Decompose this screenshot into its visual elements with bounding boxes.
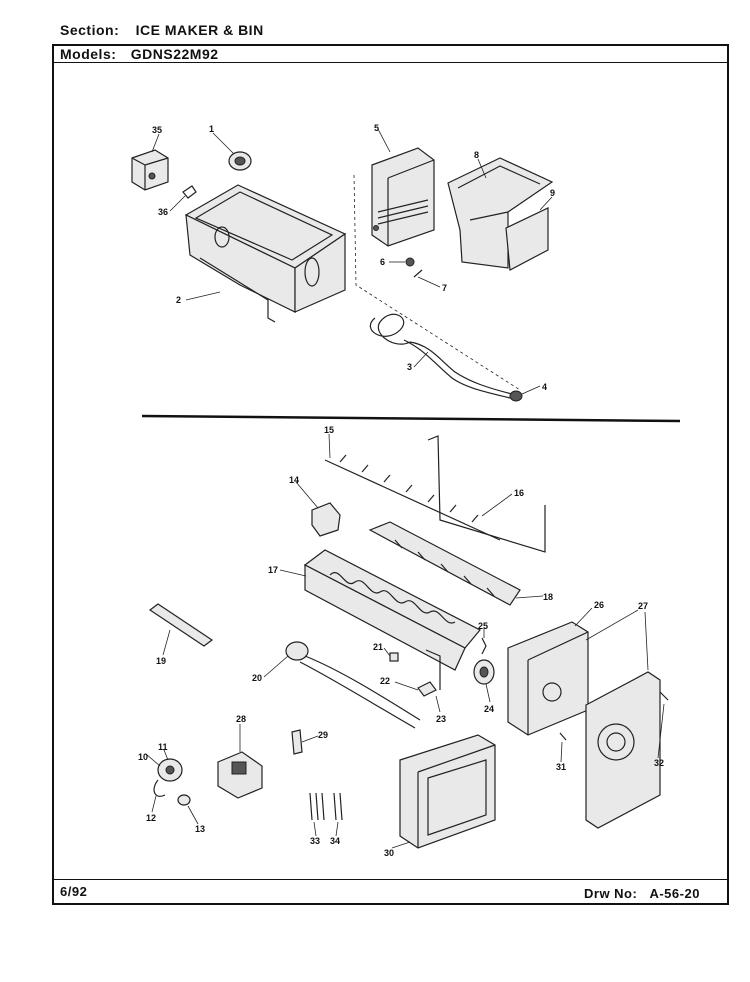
part-30-cover [399,734,496,849]
callout-29: 29 [318,730,328,740]
part-17-mold [303,549,481,671]
callout-34: 34 [330,836,340,846]
callout-21: 21 [373,642,383,652]
drawing-number: A-56-20 [649,886,700,901]
callout-7: 7 [442,283,447,293]
callout-14: 14 [289,475,299,485]
footer-date: 6/92 [60,884,88,899]
callout-31: 31 [556,762,566,772]
part-22-bracket [417,681,437,697]
section-label: Section: [60,22,120,38]
callout-numbers: 1 2 3 4 5 6 7 8 9 10 11 12 13 14 15 16 1… [138,123,664,858]
part-16-wire [427,435,546,553]
part-36-clip [182,185,197,199]
part-5-chute [371,147,435,247]
callout-6: 6 [380,257,385,267]
callout-15: 15 [324,425,334,435]
callout-23: 23 [436,714,446,724]
part-11-valve [157,758,183,782]
part-7-screw [413,269,423,278]
callout-19: 19 [156,656,166,666]
callout-33: 33 [310,836,320,846]
callout-20: 20 [252,673,262,683]
part-25-spring [481,637,487,655]
callout-25: 25 [478,621,488,631]
models-value: GDNS22M92 [130,46,219,62]
models-divider [52,62,729,63]
part-3-harness [369,313,513,399]
models-label: Models: [60,46,117,62]
part-1-knob [228,151,252,171]
callout-27: 27 [638,601,648,611]
section-divider [141,414,681,423]
part-6-nut [405,257,415,267]
diagram-frame [52,44,729,905]
part-23-lever [425,649,441,690]
callout-2: 2 [176,295,181,305]
part-13-clamp [177,794,191,806]
callout-35: 35 [152,125,162,135]
part-14-bracket [311,502,341,537]
callout-3: 3 [407,362,412,372]
part-18-stripper [368,521,521,606]
callout-26: 26 [594,600,604,610]
callout-17: 17 [268,565,278,575]
callout-11: 11 [158,742,168,752]
part-32-screw [659,691,669,701]
callout-30: 30 [384,848,394,858]
part-31-screw [559,732,567,741]
part-12-tube [153,779,166,797]
callout-9: 9 [550,188,555,198]
part-26-housing [507,621,589,736]
part-33-screws [309,792,325,821]
callout-36: 36 [158,207,168,217]
callout-8: 8 [474,150,479,160]
part-21-clip [389,652,399,662]
callout-22: 22 [380,676,390,686]
callout-12: 12 [146,813,156,823]
callout-5: 5 [374,123,379,133]
leader-lines [145,128,665,849]
section-value: ICE MAKER & BIN [135,22,264,38]
part-20-cable [285,641,421,729]
callout-24: 24 [484,704,494,714]
callout-1: 1 [209,124,214,134]
part-2-ice-bin [184,184,347,323]
callout-28: 28 [236,714,246,724]
callout-10: 10 [138,752,148,762]
part-29-fuse [291,729,303,755]
callout-18: 18 [543,592,553,602]
callout-4: 4 [542,382,547,392]
part-34-screws [333,792,343,821]
part-15-ejector [324,454,501,541]
callout-32: 32 [654,758,664,768]
footer-divider [52,879,729,880]
part-24-gear [473,659,495,685]
part-27-motor [585,671,661,829]
part-19-heater [148,603,214,647]
callout-16: 16 [514,488,524,498]
part-9-gasket [505,207,549,271]
part-28-valve [217,751,263,799]
part-35-control [131,149,169,191]
drawing-label: Drw No: [584,886,638,901]
callout-13: 13 [195,824,205,834]
part-4-connector [509,390,523,402]
